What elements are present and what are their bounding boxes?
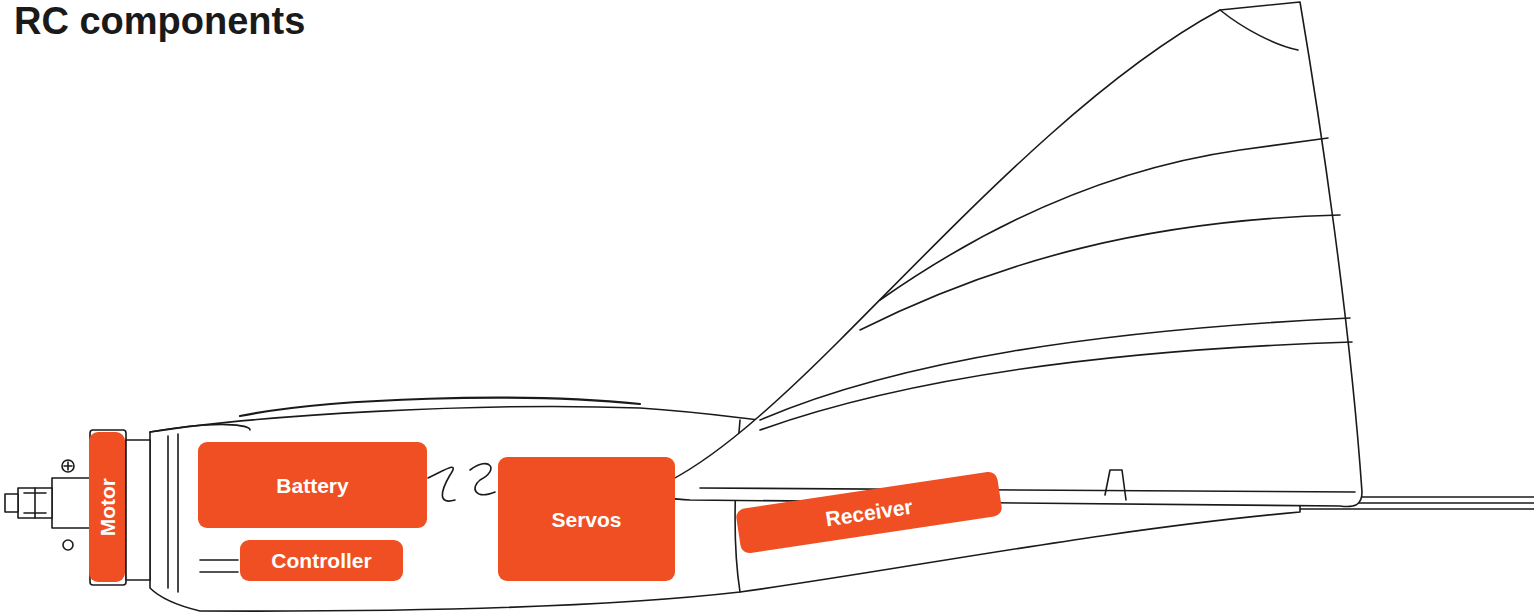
wing-panel-line xyxy=(760,342,1352,430)
wing-root-line xyxy=(700,488,1355,492)
mount-screw xyxy=(62,460,74,472)
component-name: Battery xyxy=(276,475,348,496)
wing-pin xyxy=(1105,470,1126,500)
nose-line xyxy=(150,425,250,432)
wing-panel-line xyxy=(1220,10,1298,50)
motor-mount xyxy=(90,430,126,585)
component-name: Receiver xyxy=(824,496,914,530)
motor-collar xyxy=(126,440,150,580)
logo-script xyxy=(428,464,495,501)
wing-panel-line xyxy=(860,215,1340,330)
nose-ring xyxy=(167,436,169,588)
mount-screw xyxy=(63,540,73,550)
component-name: Motor xyxy=(97,478,118,536)
wing-outline xyxy=(649,2,1362,507)
prop-adapter xyxy=(52,478,90,528)
prop-shaft xyxy=(18,488,52,518)
component-name: Servos xyxy=(551,509,621,530)
component-label-box: Controller xyxy=(240,540,403,581)
shaft-thread xyxy=(24,488,46,518)
shaft-nut xyxy=(5,494,18,512)
mount-screw-slot xyxy=(64,462,72,470)
wing-panel-line xyxy=(760,318,1350,420)
nose-ring xyxy=(177,434,179,592)
canopy-edge xyxy=(240,398,640,416)
component-label-box: Battery xyxy=(198,442,427,528)
component-name: Controller xyxy=(271,550,371,571)
tail-boom-line xyxy=(1300,508,1534,510)
component-label-box: Servos xyxy=(498,457,675,581)
diagram-title: RC components xyxy=(14,0,305,42)
component-label-box: Motor xyxy=(89,432,125,582)
